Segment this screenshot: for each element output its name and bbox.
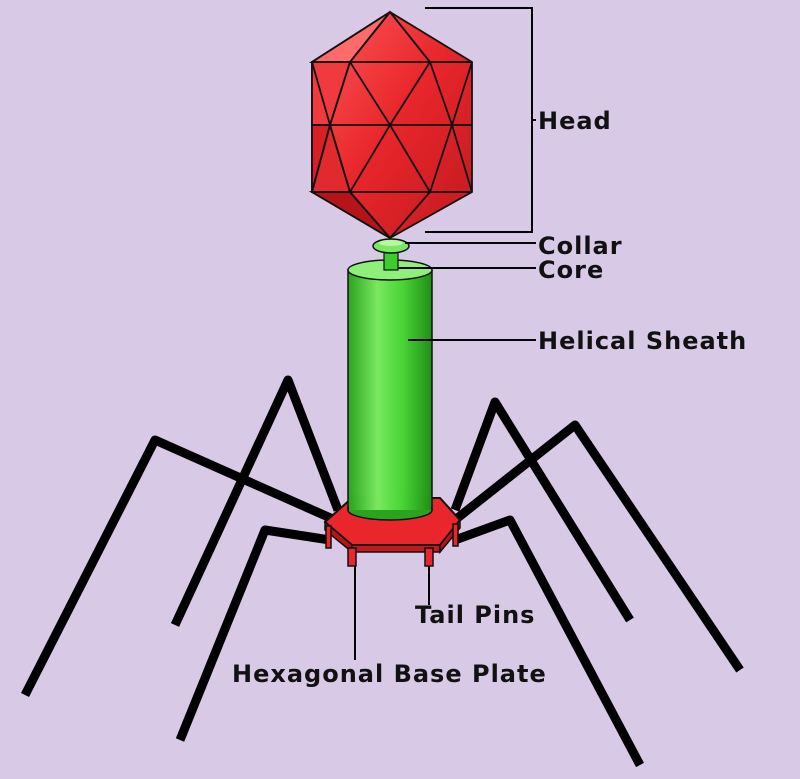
tail-fiber-right-3 bbox=[453, 515, 644, 768]
label-helical-sheath: Helical Sheath bbox=[538, 327, 747, 355]
label-collar: Collar bbox=[538, 232, 623, 260]
label-base-plate: Hexagonal Base Plate bbox=[232, 660, 547, 688]
tail-fiber-left-3 bbox=[175, 525, 331, 742]
capsid-head bbox=[308, 10, 473, 240]
tail-fiber-left-2 bbox=[170, 375, 343, 627]
label-core: Core bbox=[538, 256, 604, 284]
leader-lines bbox=[354, 7, 536, 660]
tail-fibers bbox=[20, 375, 744, 768]
tail-pin bbox=[424, 547, 434, 567]
tail-fiber-left-1 bbox=[20, 435, 337, 698]
label-head: Head bbox=[538, 107, 612, 135]
tail-pin bbox=[347, 547, 357, 567]
tail-fiber-right-1 bbox=[450, 397, 634, 623]
tail-pin bbox=[325, 525, 332, 549]
tail-fiber-right-2 bbox=[452, 420, 744, 673]
tail-pin bbox=[452, 523, 459, 547]
label-tail-pins: Tail Pins bbox=[415, 601, 535, 629]
collar bbox=[372, 238, 410, 254]
helical-sheath bbox=[347, 259, 433, 521]
